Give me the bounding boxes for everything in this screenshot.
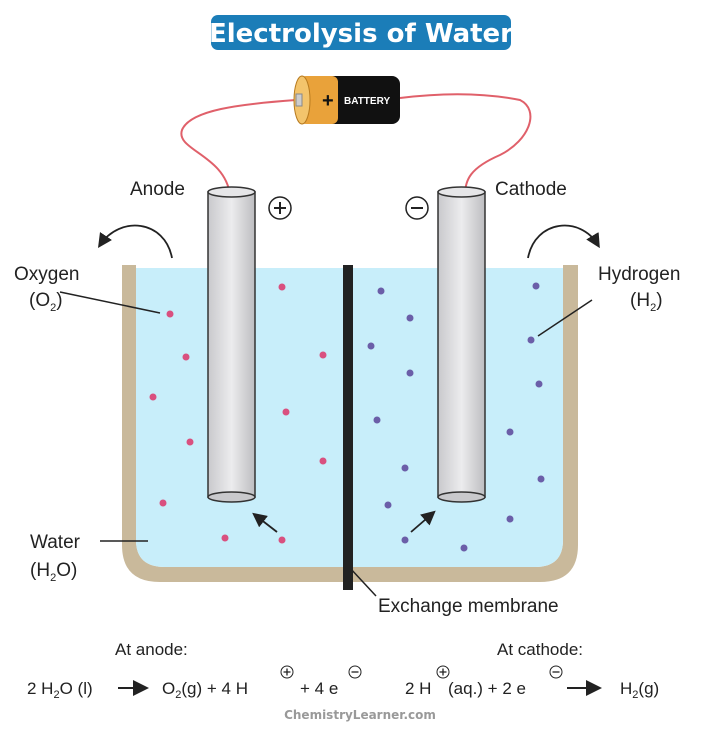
anode-heading: At anode: — [115, 640, 188, 659]
svg-text:(aq.) + 2 e: (aq.) + 2 e — [448, 679, 526, 698]
cathode-heading: At cathode: — [497, 640, 583, 659]
water-formula: (H2O) — [30, 560, 77, 584]
cathode-electrode — [437, 186, 486, 503]
plus-icon — [268, 196, 292, 220]
battery: + BATTERY — [293, 75, 400, 125]
svg-text:2 H: 2 H — [405, 679, 431, 698]
svg-text:O2(g) + 4 H: O2(g) + 4 H — [162, 679, 248, 701]
svg-text:2 H2O (l): 2 H2O (l) — [27, 679, 93, 701]
oxygen-dots — [149, 283, 327, 544]
oxygen-formula: (O2) — [29, 290, 63, 314]
wire-left — [180, 99, 297, 196]
arrow-icon — [252, 512, 278, 533]
curved-arrow-right-icon — [527, 224, 600, 259]
minus-icon — [405, 196, 429, 220]
cathode-equation: 2 H (aq.) + 2 e H2(g) — [405, 665, 659, 701]
hydrogen-formula: (H2) — [630, 290, 663, 314]
water-label: Water — [30, 532, 81, 553]
leader-line — [349, 567, 377, 597]
watermark: ChemistryLearner.com — [284, 708, 436, 722]
exchange-membrane — [343, 265, 353, 590]
anode-equation: 2 H2O (l) O2(g) + 4 H + 4 e — [27, 665, 362, 701]
leader-line — [537, 299, 593, 337]
svg-text:+: + — [322, 90, 334, 112]
oxygen-label: Oxygen — [14, 264, 79, 285]
arrow-icon — [410, 510, 436, 533]
hydrogen-label: Hydrogen — [598, 264, 680, 285]
page-title: Electrolysis of Water — [209, 19, 513, 49]
curved-arrow-left-icon — [97, 224, 173, 259]
battery-label: BATTERY — [344, 96, 390, 107]
minus-charge-icon — [348, 665, 362, 679]
membrane-label: Exchange membrane — [378, 596, 559, 617]
plus-charge-icon — [280, 665, 294, 679]
minus-charge-icon — [549, 665, 563, 679]
anode-electrode — [207, 186, 256, 503]
anode-label: Anode — [130, 179, 185, 200]
plus-charge-icon — [436, 665, 450, 679]
cathode-label: Cathode — [495, 179, 567, 200]
svg-text:H2(g): H2(g) — [620, 679, 659, 701]
leader-line — [59, 291, 161, 314]
title-banner: Electrolysis of Water — [209, 15, 513, 50]
svg-text:+ 4 e: + 4 e — [300, 679, 338, 698]
wire-right — [399, 93, 532, 196]
hydrogen-dots — [367, 282, 545, 552]
